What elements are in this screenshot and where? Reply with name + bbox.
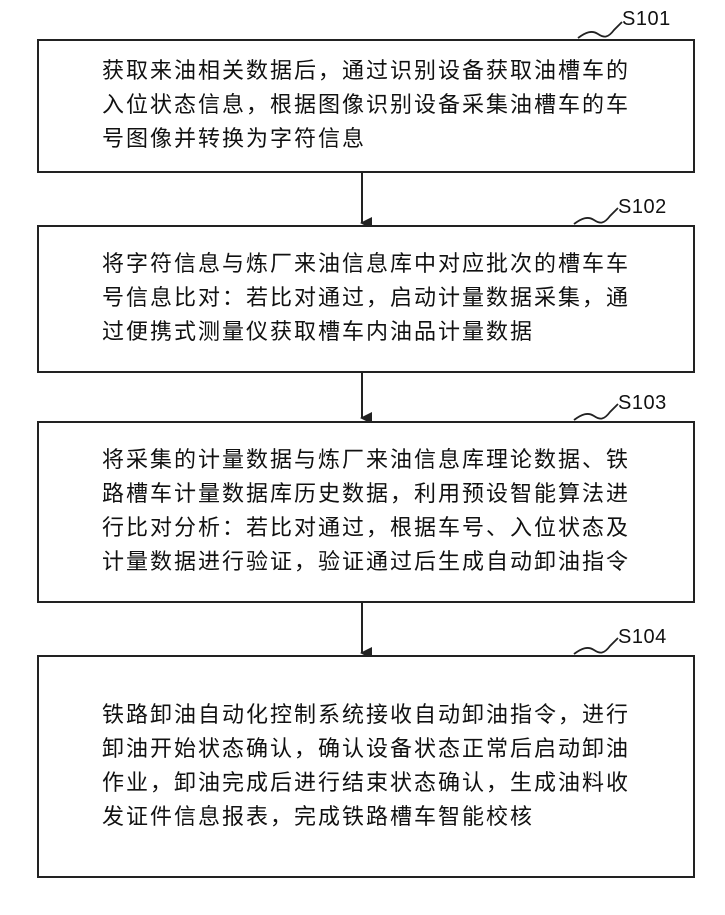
step-label-s102: S102 <box>618 196 667 218</box>
step-text-s104: 铁路卸油自动化控制系统接收自动卸油指令，进行 卸油开始状态确认，确认设备状态正常… <box>102 699 630 835</box>
step-text-s101: 获取来油相关数据后，通过识别设备获取油槽车的 入位状态信息，根据图像识别设备采集… <box>102 55 630 157</box>
label-leader-s103 <box>574 404 618 420</box>
step-box-s102: 将字符信息与炼厂来油信息库中对应批次的槽车车 号信息比对：若比对通过，启动计量数… <box>37 225 695 373</box>
step-label-s101: S101 <box>622 8 671 30</box>
step-box-s101: 获取来油相关数据后，通过识别设备获取油槽车的 入位状态信息，根据图像识别设备采集… <box>37 39 695 173</box>
step-box-s103: 将采集的计量数据与炼厂来油信息库理论数据、铁 路槽车计量数据库历史数据，利用预设… <box>37 421 695 603</box>
step-label-s104: S104 <box>618 626 667 648</box>
step-label-s103: S103 <box>618 392 667 414</box>
step-text-s103: 将采集的计量数据与炼厂来油信息库理论数据、铁 路槽车计量数据库历史数据，利用预设… <box>102 444 630 580</box>
step-box-s104: 铁路卸油自动化控制系统接收自动卸油指令，进行 卸油开始状态确认，确认设备状态正常… <box>37 655 695 878</box>
step-text-s102: 将字符信息与炼厂来油信息库中对应批次的槽车车 号信息比对：若比对通过，启动计量数… <box>102 248 630 350</box>
label-leader-s102 <box>574 208 618 224</box>
label-leader-s101 <box>578 22 622 38</box>
label-leader-s104 <box>574 638 618 654</box>
